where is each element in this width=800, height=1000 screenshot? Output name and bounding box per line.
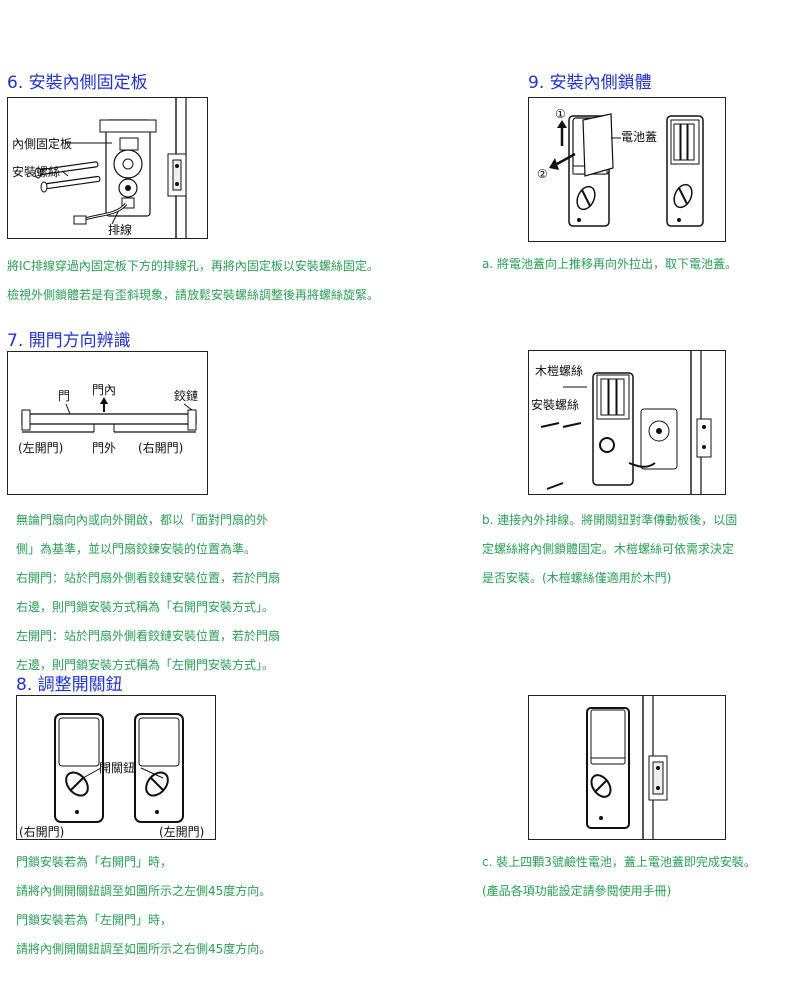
step6-figure: 內側固定板 安裝螺絲 排線 <box>7 97 208 239</box>
door-outside-label: 門外 <box>92 441 116 455</box>
cable-label: 排線 <box>108 222 132 237</box>
text-line: 檢視外側鎖體若是有歪斜現象，請放鬆安裝螺絲調整後再將螺絲旋緊。 <box>7 288 380 302</box>
step8-text: 門鎖安裝若為「右開門」時， 請將內側開關鈕調至如圖所示之左側45度方向。 門鎖安… <box>16 848 271 964</box>
battery-cover-label: 電池蓋 <box>621 130 657 144</box>
text-line: 定螺絲將內側鎖體固定。木榿螺絲可依需求決定 <box>482 542 735 556</box>
knob-direction-illustration: 開關鈕 (右開門) (左開門) <box>19 713 204 839</box>
step-two-marker: ② <box>537 167 548 181</box>
inner-plate-label: 內側固定板 <box>12 136 72 151</box>
step6-text: 將IC排線穿過內固定板下方的排線孔，再將內固定板以安裝螺絲固定。 檢視外側鎖體若… <box>7 252 379 310</box>
inner-plate-illustration: 內側固定板 安裝螺絲 排線 <box>12 98 187 238</box>
step-one-marker: ① <box>555 107 566 121</box>
text-line: 門鎖安裝若為「左開門」時， <box>16 913 173 927</box>
stepc-figure <box>528 695 726 840</box>
step7-figure: 門 門內 鉸鏈 (左開門) 門外 (右開門) <box>7 351 208 495</box>
stepb-text: b. 連接內外排線。將開關鈕對準傳動板後，以固 定螺絲將內側鎖體固定。木榿螺絲可… <box>482 506 737 593</box>
step8-figure: 開關鈕 (右開門) (左開門) <box>16 695 216 840</box>
text-line: 左邊，則門鎖安裝方式稱為「左開門安裝方式」。 <box>16 658 275 672</box>
step9-figure: ① ② 電池蓋 <box>528 97 726 242</box>
stepc-text: c. 裝上四顆3號鹼性電池，蓋上電池蓋即完成安裝。 (產品各項功能設定請參閱使用… <box>482 848 756 906</box>
text-line: 左開門：站於門扇外側看鉸鏈安裝位置，若於門扇 <box>16 629 281 643</box>
left-open-label: (左開門) <box>159 824 204 839</box>
completed-lock-illustration <box>586 696 668 839</box>
right-open-label: (右開門) <box>19 824 64 839</box>
step6-title: 6. 安裝內側固定板 <box>7 73 148 93</box>
step9-title: 9. 安裝內側鎖體 <box>528 73 652 93</box>
text-line: 請將內側開關鈕調至如圖所示之左側45度方向。 <box>16 884 272 898</box>
door-label: 門 <box>58 389 70 403</box>
text-line: c. 裝上四顆3號鹼性電池，蓋上電池蓋即完成安裝。 <box>482 855 756 869</box>
step8-title: 8. 調整開關鈕 <box>16 675 123 695</box>
text-line: 將IC排線穿過內固定板下方的排線孔，再將內固定板以安裝螺絲固定。 <box>7 259 379 273</box>
text-line: 右開門：站於門扇外側看鉸鏈安裝位置，若於門扇 <box>16 571 281 585</box>
door-direction-diagram: 門 門內 鉸鏈 (左開門) 門外 (右開門) <box>18 383 198 455</box>
text-line: 是否安裝。(木榿螺絲僅適用於木門) <box>482 571 672 585</box>
hinge-label: 鉸鏈 <box>174 388 198 403</box>
left-open-label: (左開門) <box>18 440 63 455</box>
text-line: a. 將電池蓋向上推移再向外拉出，取下電池蓋。 <box>482 257 737 271</box>
step7-title: 7. 開門方向辨識 <box>7 331 131 351</box>
text-line: 請將內側開關鈕調至如圖所示之右側45度方向。 <box>16 942 272 956</box>
install-screw-label: 安裝螺絲 <box>12 164 60 179</box>
wood-screw-label: 木榿螺絲 <box>535 363 583 378</box>
door-inside-label: 門內 <box>92 383 116 397</box>
text-line: 側」為基準，並以門扇鉸鍊安裝的位置為準。 <box>16 542 257 556</box>
right-open-label: (右開門) <box>138 440 183 455</box>
knob-label: 開關鈕 <box>99 761 135 775</box>
stepb-figure: 木榿螺絲 安裝螺絲 <box>528 350 726 495</box>
text-line: 無論門扇向內或向外開啟，都以「面對門扇的外 <box>16 513 269 527</box>
text-line: 門鎖安裝若為「右開門」時， <box>16 855 173 869</box>
install-screw-label: 安裝螺絲 <box>531 397 579 412</box>
step7-text: 無論門扇向內或向外開啟，都以「面對門扇的外 側」為基準，並以門扇鉸鍊安裝的位置為… <box>16 506 280 680</box>
battery-cover-illustration: ① ② 電池蓋 <box>537 107 704 227</box>
mount-lock-illustration: 木榿螺絲 安裝螺絲 <box>531 351 712 494</box>
text-line: (產品各項功能設定請參閱使用手冊) <box>482 884 672 898</box>
step9-text: a. 將電池蓋向上推移再向外拉出，取下電池蓋。 <box>482 250 737 279</box>
text-line: 右邊，則門鎖安裝方式稱為「右開門安裝方式」。 <box>16 600 275 614</box>
text-line: b. 連接內外排線。將開關鈕對準傳動板後，以固 <box>482 513 738 527</box>
